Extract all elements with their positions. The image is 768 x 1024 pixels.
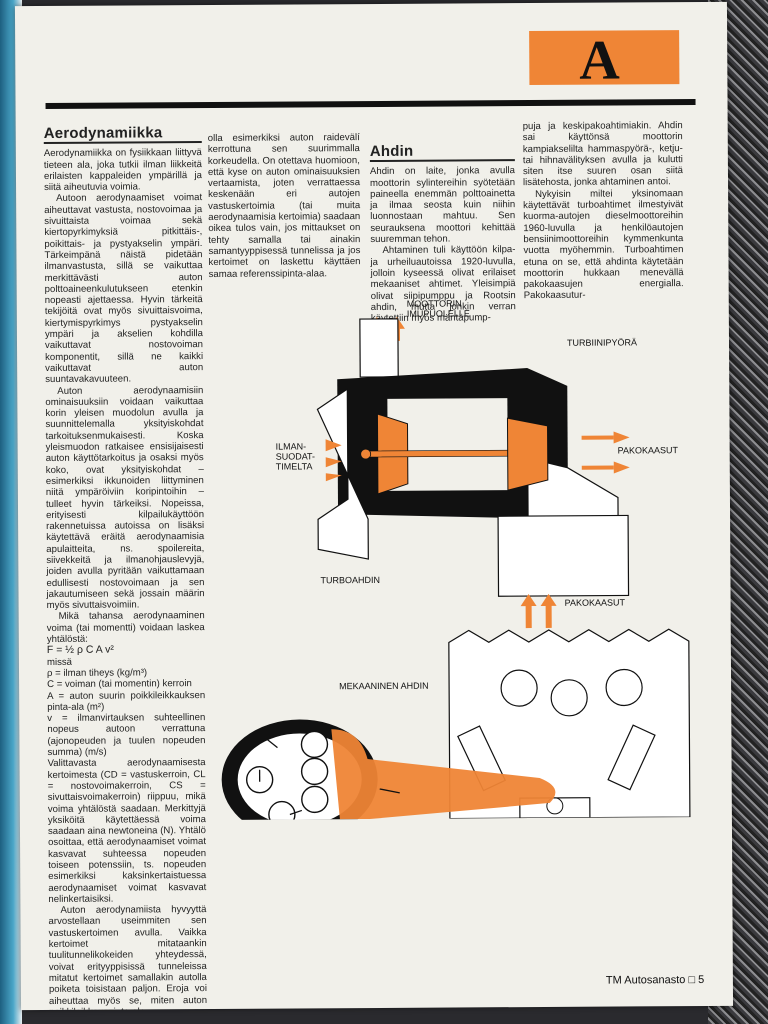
definition: A = auton suurin poikkileikkauksen pinta… <box>47 689 206 713</box>
paragraph: Auton aerodynaamisiin ominaisuuksiin voi… <box>45 384 205 612</box>
definition: C = voiman (tai momentin) kerroin <box>47 678 192 691</box>
paragraph: puja ja keskipakoahtimiakin. Ahdin sai k… <box>522 120 683 189</box>
column-aero-continued: olla esimerkiksi auton raidevälí kerrott… <box>208 132 361 280</box>
header-rule <box>45 99 696 109</box>
paragraph: Mikä tahansa aerodynaaminen voima (tai m… <box>46 610 205 646</box>
section-letter: A <box>579 29 620 92</box>
paragraph: Auton aerodynamiista hyvyyttä arvostella… <box>48 904 208 1010</box>
label-pakokaasut-bottom: PAKOKAASUT <box>564 597 625 608</box>
label-ilman: ILMAN- <box>275 441 307 452</box>
paragraph: olla esimerkiksi auton raidevälí kerrott… <box>207 132 361 280</box>
label-turboahdin: TURBOAHDIN <box>320 574 380 586</box>
label-pakokaasut-right: PAKOKAASUT <box>617 445 679 456</box>
label-turbiinipyora: TURBIINIPYÖRÄ <box>566 337 638 348</box>
section-title-aerodynamiikka: Aerodynamiikka <box>44 124 202 145</box>
definition: ρ = ilman tiheys (kg/m³) <box>46 667 148 679</box>
label-suodat: SUODAT- <box>275 451 316 462</box>
definition: v = ilmanvirtauksen suhteellinen nopeus … <box>47 712 206 759</box>
paragraph: Ahdin on laite, jonka avulla moottorin s… <box>369 165 516 246</box>
paragraph: Valittavasta aerodynaamisesta kertoimest… <box>47 757 207 905</box>
section-letter-box: A <box>529 29 680 92</box>
formula: F = ½ ρ C A v² <box>46 643 114 657</box>
turbo-diagram-svg <box>221 316 691 840</box>
label-timelta: TIMELTA <box>275 461 313 472</box>
page-footer: TM Autosanasto □ 5 <box>605 973 705 987</box>
paragraph: Aerodynamiikka on fysiikkaan liittyvä ti… <box>43 147 203 194</box>
label-imupuolelle: IMUPUOLELLE <box>406 308 470 319</box>
turbo-illustration: MOOTTORIN IMUPUOLELLE TURBIINIPYÖRÄ ILMA… <box>216 257 709 840</box>
missa-label: missä <box>46 656 73 668</box>
label-mekaaninen-ahdin: MEKAANINEN AHDIN <box>339 680 429 692</box>
label-moottorin: MOOTTORIN <box>406 298 462 309</box>
section-title-ahdin: Ahdin <box>370 143 515 163</box>
paragraph: Autoon aerodynaamiset voimat aiheuttavat… <box>44 192 204 386</box>
magazine-page: A Aerodynamiikka Aerodynamiikka on fysii… <box>14 1 734 1011</box>
column-aerodynamiikka: Aerodynamiikka Aerodynamiikka on fysiikk… <box>43 124 208 1010</box>
